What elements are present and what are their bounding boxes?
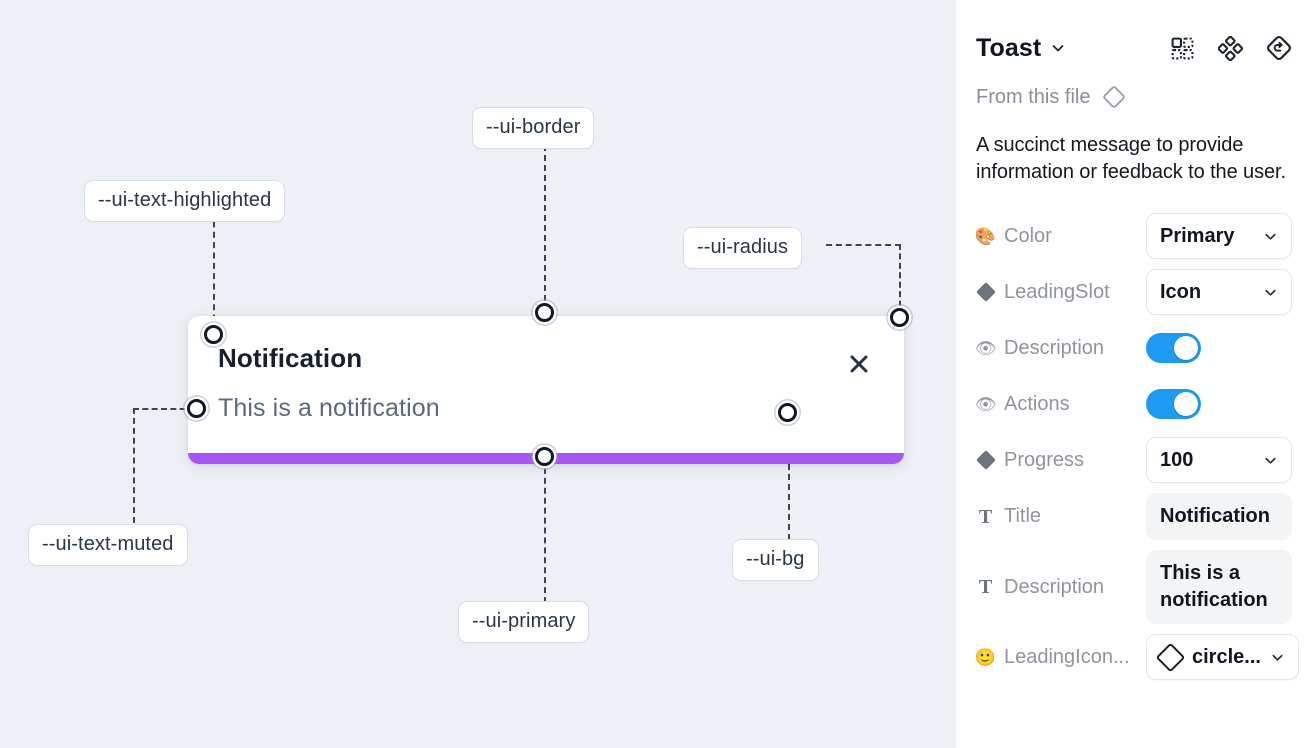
token-label-ui-text-highlighted[interactable]: --ui-text-highlighted: [84, 180, 286, 222]
diamond-icon: [976, 450, 996, 470]
connector-ui-border: [544, 145, 546, 311]
property-control-description-toggle: [1146, 333, 1292, 363]
token-label-ui-text-muted[interactable]: --ui-text-muted: [28, 524, 188, 566]
variants-cluster-icon[interactable]: [1218, 35, 1243, 61]
token-label-ui-bg[interactable]: --ui-bg: [732, 539, 819, 581]
connector-ui-radius-horizontal: [826, 244, 901, 246]
color-select-value: Primary: [1160, 224, 1235, 247]
toast-title: Notification: [218, 343, 363, 373]
progress-select-value: 100: [1160, 448, 1194, 471]
color-select[interactable]: Primary: [1146, 213, 1292, 259]
toast-preview-card[interactable]: Notification This is a notification: [188, 316, 904, 464]
diamond-outline-icon: [1101, 84, 1127, 110]
connector-ui-radius-vertical: [899, 244, 901, 316]
progress-select[interactable]: 100: [1146, 437, 1292, 483]
property-name: Progress: [1004, 448, 1085, 471]
property-control-description-text: This is a notification: [1146, 550, 1292, 624]
property-row-actions-toggle: 👁 Actions: [976, 381, 1292, 427]
token-label-ui-border[interactable]: --ui-border: [472, 107, 595, 149]
property-label-description-toggle: 👁 Description: [976, 337, 1146, 360]
property-row-title: T Title Notification: [976, 493, 1292, 540]
property-control-color: Primary: [1146, 213, 1292, 259]
property-list: 🎨 Color Primary LeadingSlot: [976, 213, 1299, 680]
description-toggle[interactable]: [1146, 333, 1201, 363]
property-name: Title: [1004, 505, 1042, 527]
property-label-actions-toggle: 👁 Actions: [976, 393, 1146, 416]
diamond-icon: [976, 282, 996, 302]
component-grid-icon[interactable]: [1170, 36, 1195, 61]
anchor-node-ui-bg[interactable]: [778, 403, 797, 422]
property-name: LeadingIcon...: [1004, 645, 1130, 668]
anchor-node-ui-radius[interactable]: [890, 308, 909, 327]
leadingslot-select[interactable]: Icon: [1146, 269, 1292, 315]
connector-ui-primary: [544, 458, 546, 603]
property-label-title: T Title: [976, 505, 1146, 528]
chevron-down-icon: [1263, 453, 1278, 468]
anchor-node-ui-border[interactable]: [535, 303, 554, 322]
smiley-emoji-icon: 🙂: [976, 647, 997, 667]
property-name: Actions: [1004, 392, 1070, 415]
leadingicon-select-value: circle...: [1192, 645, 1261, 668]
property-row-progress: Progress 100: [976, 437, 1292, 483]
property-name: Color: [1004, 224, 1052, 247]
token-label-ui-radius[interactable]: --ui-radius: [683, 227, 803, 269]
description-input[interactable]: This is a notification: [1146, 550, 1292, 624]
property-label-description-text: T Description: [976, 576, 1146, 599]
eye-emoji-icon: 👁: [976, 338, 997, 358]
property-control-actions-toggle: [1146, 389, 1292, 419]
property-name: Description: [1004, 575, 1105, 598]
design-canvas[interactable]: --ui-text-highlighted --ui-border --ui-r…: [0, 0, 956, 748]
reset-diamond-icon[interactable]: [1266, 35, 1292, 61]
property-row-leadingicon: 🙂 LeadingIcon... circle...: [976, 634, 1299, 680]
panel-header-icons: [1170, 35, 1292, 61]
leadingicon-select[interactable]: circle...: [1146, 634, 1299, 680]
chevron-down-icon: [1270, 650, 1285, 665]
property-row-description-text: T Description This is a notification: [976, 550, 1292, 624]
property-name: Description: [1004, 336, 1105, 359]
anchor-node-ui-primary[interactable]: [535, 447, 554, 466]
from-this-file[interactable]: From this file: [976, 84, 1292, 110]
property-label-progress: Progress: [976, 449, 1146, 472]
page-title: Toast: [976, 33, 1042, 62]
text-t-icon: T: [978, 505, 993, 528]
property-row-description-toggle: 👁 Description: [976, 325, 1292, 371]
title-input[interactable]: Notification: [1146, 493, 1292, 540]
connector-ui-text-muted-horizontal: [133, 408, 195, 410]
text-t-icon: T: [978, 576, 993, 598]
actions-toggle[interactable]: [1146, 389, 1201, 419]
property-label-leadingicon: 🙂 LeadingIcon...: [976, 646, 1146, 669]
property-control-title: Notification: [1146, 493, 1292, 540]
leadingslot-select-value: Icon: [1160, 280, 1202, 303]
chevron-down-icon[interactable]: [1050, 40, 1066, 56]
property-control-leadingslot: Icon: [1146, 269, 1292, 315]
connector-ui-text-muted-vertical: [133, 408, 135, 523]
chevron-down-icon: [1263, 285, 1278, 300]
component-description: A succinct message to provide informatio…: [976, 134, 1286, 183]
diamond-outline-icon: [1155, 642, 1186, 672]
close-x-icon[interactable]: [844, 349, 874, 379]
property-label-color: 🎨 Color: [976, 225, 1146, 248]
token-label-ui-primary[interactable]: --ui-primary: [458, 601, 590, 643]
property-name: LeadingSlot: [1004, 280, 1110, 303]
from-this-file-label: From this file: [976, 85, 1091, 108]
property-row-leadingslot: LeadingSlot Icon: [976, 269, 1292, 315]
property-row-color: 🎨 Color Primary: [976, 213, 1292, 259]
property-control-leadingicon: circle...: [1146, 634, 1299, 680]
toast-description: This is a notification: [218, 394, 440, 422]
property-label-leadingslot: LeadingSlot: [976, 281, 1146, 304]
anchor-node-ui-text-muted[interactable]: [187, 399, 206, 418]
connector-ui-text-highlighted: [213, 211, 215, 331]
palette-emoji-icon: 🎨: [976, 226, 997, 246]
connector-ui-bg: [788, 414, 790, 540]
properties-panel: Toast: [956, 0, 1312, 748]
anchor-node-ui-text-highlighted[interactable]: [204, 325, 223, 344]
panel-header: Toast: [976, 0, 1292, 62]
eye-emoji-icon: 👁: [976, 394, 997, 414]
property-control-progress: 100: [1146, 437, 1292, 483]
chevron-down-icon: [1263, 229, 1278, 244]
